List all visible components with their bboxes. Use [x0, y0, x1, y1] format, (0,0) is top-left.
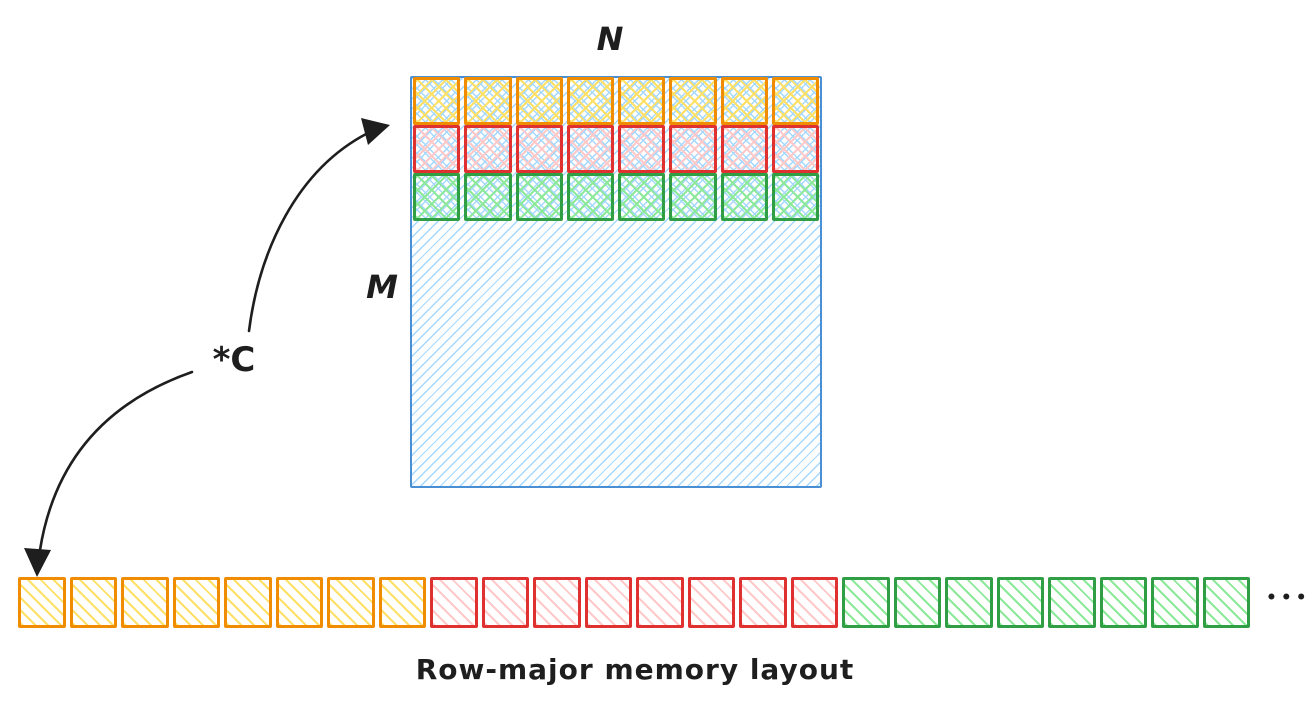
memory-cell-green [945, 577, 993, 628]
memory-cell-orange [172, 577, 220, 628]
matrix-row-red [412, 125, 820, 173]
memory-strip [18, 577, 1250, 628]
memory-cell-green [1099, 577, 1147, 628]
matrix-cell-orange [720, 77, 768, 125]
matrix-cell-green [515, 173, 563, 221]
matrix-row-orange [412, 77, 820, 125]
memory-cell-orange [275, 577, 323, 628]
matrix-cell-red [515, 125, 563, 173]
matrix-cell-orange [669, 77, 717, 125]
memory-cell-orange [121, 577, 169, 628]
memory-cell-orange [378, 577, 426, 628]
matrix-cell-red [771, 125, 819, 173]
matrix-row-green [412, 173, 820, 221]
memory-cell-orange [224, 577, 272, 628]
arrowhead-matrix-icon [361, 118, 390, 145]
memory-cell-red [790, 577, 838, 628]
memory-cell-green [1151, 577, 1199, 628]
memory-cell-green [893, 577, 941, 628]
matrix-cell-green [669, 173, 717, 221]
memory-cell-orange [327, 577, 375, 628]
arrow-pointer-to-memory [38, 370, 194, 552]
matrix-cell-orange [413, 77, 461, 125]
memory-continues-ellipsis: ••• [1266, 588, 1311, 608]
memory-cell-red [481, 577, 529, 628]
matrix-cell-green [566, 173, 614, 221]
matrix-height-label: M [366, 268, 398, 306]
matrix-cell-red [413, 125, 461, 173]
matrix-cell-red [618, 125, 666, 173]
memory-cell-orange [18, 577, 66, 628]
arrowhead-memory-icon [24, 548, 51, 577]
matrix-rows [412, 77, 820, 221]
matrix-cell-green [413, 173, 461, 221]
memory-cell-red [687, 577, 735, 628]
matrix-cell-green [771, 173, 819, 221]
memory-cell-green [1048, 577, 1096, 628]
matrix-c [410, 76, 822, 488]
memory-cell-green [996, 577, 1044, 628]
memory-cell-red [584, 577, 632, 628]
matrix-cell-green [464, 173, 512, 221]
matrix-cell-red [566, 125, 614, 173]
matrix-cell-green [618, 173, 666, 221]
memory-cell-orange [69, 577, 117, 628]
matrix-width-label: N [596, 20, 624, 58]
matrix-cell-orange [464, 77, 512, 125]
memory-cell-red [739, 577, 787, 628]
matrix-cell-orange [566, 77, 614, 125]
memory-cell-red [533, 577, 581, 628]
matrix-cell-red [464, 125, 512, 173]
memory-cell-red [636, 577, 684, 628]
diagram-caption: Row-major memory layout [415, 653, 855, 686]
matrix-cell-orange [618, 77, 666, 125]
matrix-cell-green [720, 173, 768, 221]
memory-cell-green [1202, 577, 1250, 628]
memory-cell-red [430, 577, 478, 628]
pointer-label: *C [212, 340, 256, 380]
arrow-pointer-to-matrix [247, 131, 370, 333]
memory-cell-green [842, 577, 890, 628]
matrix-cell-orange [515, 77, 563, 125]
matrix-cell-red [669, 125, 717, 173]
matrix-cell-orange [771, 77, 819, 125]
matrix-cell-red [720, 125, 768, 173]
